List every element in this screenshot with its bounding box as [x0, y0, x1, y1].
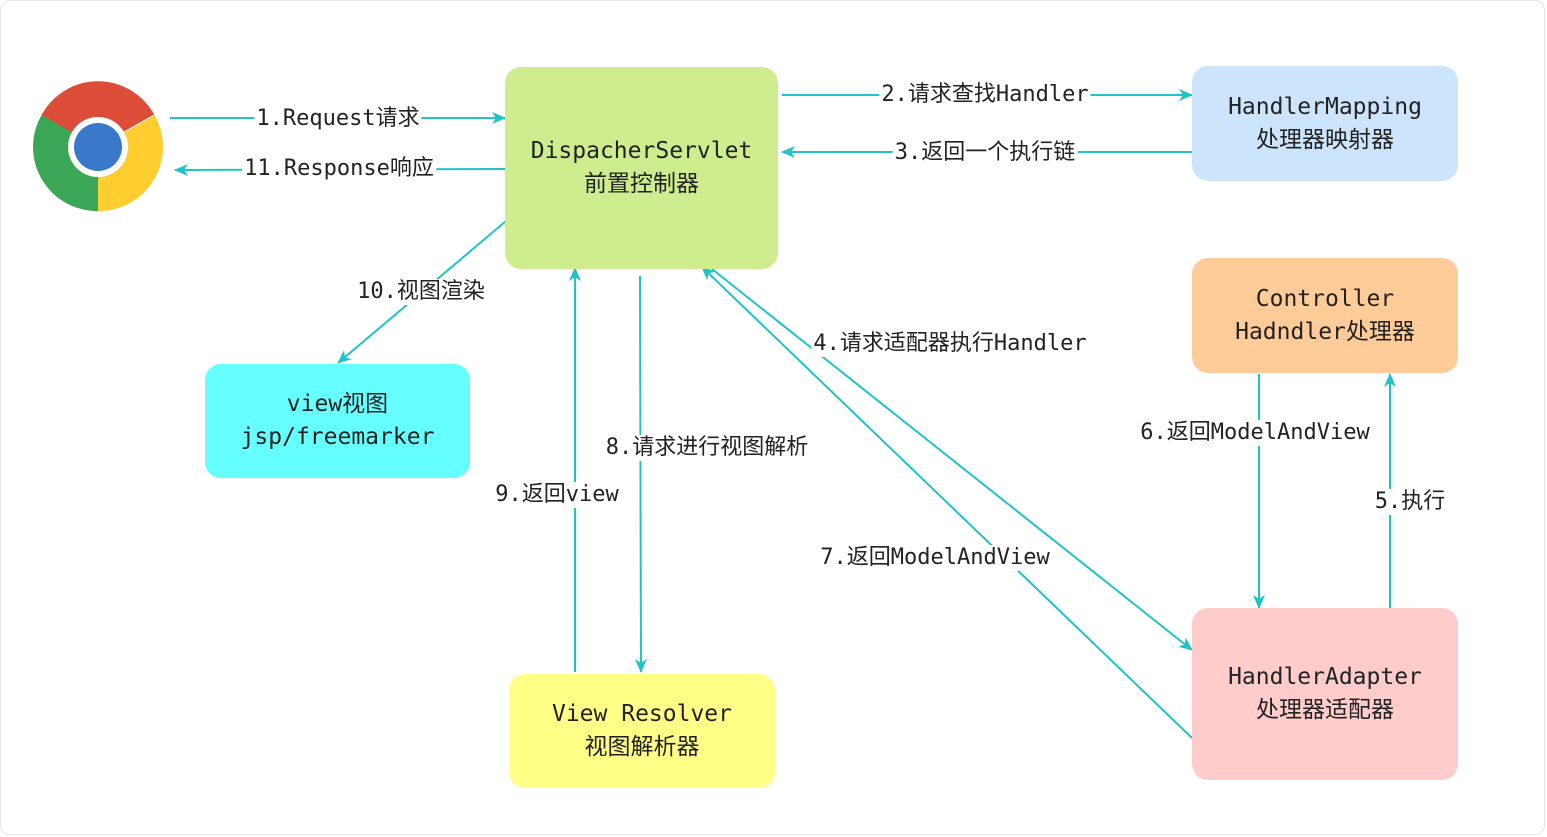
- edge-label-2: 2.请求查找Handler: [879, 82, 1091, 108]
- edge-label-6: 6.返回ModelAndView: [1138, 420, 1372, 446]
- edge-label-8: 8.请求进行视图解析: [603, 435, 811, 461]
- node-view-line1: view视图: [286, 391, 389, 417]
- node-adapter-line1: HandlerAdapter: [1228, 664, 1422, 690]
- node-dispatcher-servlet: DispacherServlet 前置控制器: [505, 67, 778, 269]
- chrome-browser-icon: [33, 81, 163, 212]
- node-resolver-line1: View Resolver: [551, 701, 732, 727]
- edge-label-4: 4.请求适配器执行Handler: [811, 331, 1089, 357]
- edge-label-10: 10.视图渲染: [355, 279, 487, 305]
- edge-label-1: 1.Request请求: [254, 106, 422, 132]
- edge-4-adapter-execute: [711, 268, 1193, 651]
- node-dispatcher-line1: DispacherServlet: [530, 138, 753, 164]
- node-view: view视图 jsp/freemarker: [205, 364, 470, 478]
- node-controller-handler: Controller Hadndler处理器: [1192, 258, 1458, 373]
- node-controller-line1: Controller: [1255, 285, 1395, 312]
- node-resolver-line2: 视图解析器: [584, 734, 700, 760]
- node-dispatcher-line2: 前置控制器: [584, 171, 699, 197]
- edge-label-11: 11.Response响应: [242, 156, 436, 182]
- edge-label-3: 3.返回一个执行链: [892, 140, 1078, 166]
- edge-8-resolve-view: [634, 275, 647, 673]
- node-view-line2: jsp/freemarker: [240, 424, 435, 450]
- edge-7-return-mav: [701, 266, 1193, 739]
- node-mapping-line2: 处理器映射器: [1256, 126, 1394, 153]
- node-view-resolver: View Resolver 视图解析器: [509, 674, 775, 788]
- node-mapping-line1: HandlerMapping: [1228, 93, 1422, 120]
- node-controller-line2: Hadndler处理器: [1235, 318, 1415, 345]
- edge-label-5: 5.执行: [1372, 489, 1448, 515]
- edge-label-7: 7.返回ModelAndView: [818, 545, 1052, 571]
- edge-label-9: 9.返回view: [493, 482, 621, 508]
- node-adapter-line2: 处理器适配器: [1256, 697, 1394, 723]
- node-handler-mapping: HandlerMapping 处理器映射器: [1192, 66, 1458, 181]
- node-handler-adapter: HandlerAdapter 处理器适配器: [1192, 608, 1458, 780]
